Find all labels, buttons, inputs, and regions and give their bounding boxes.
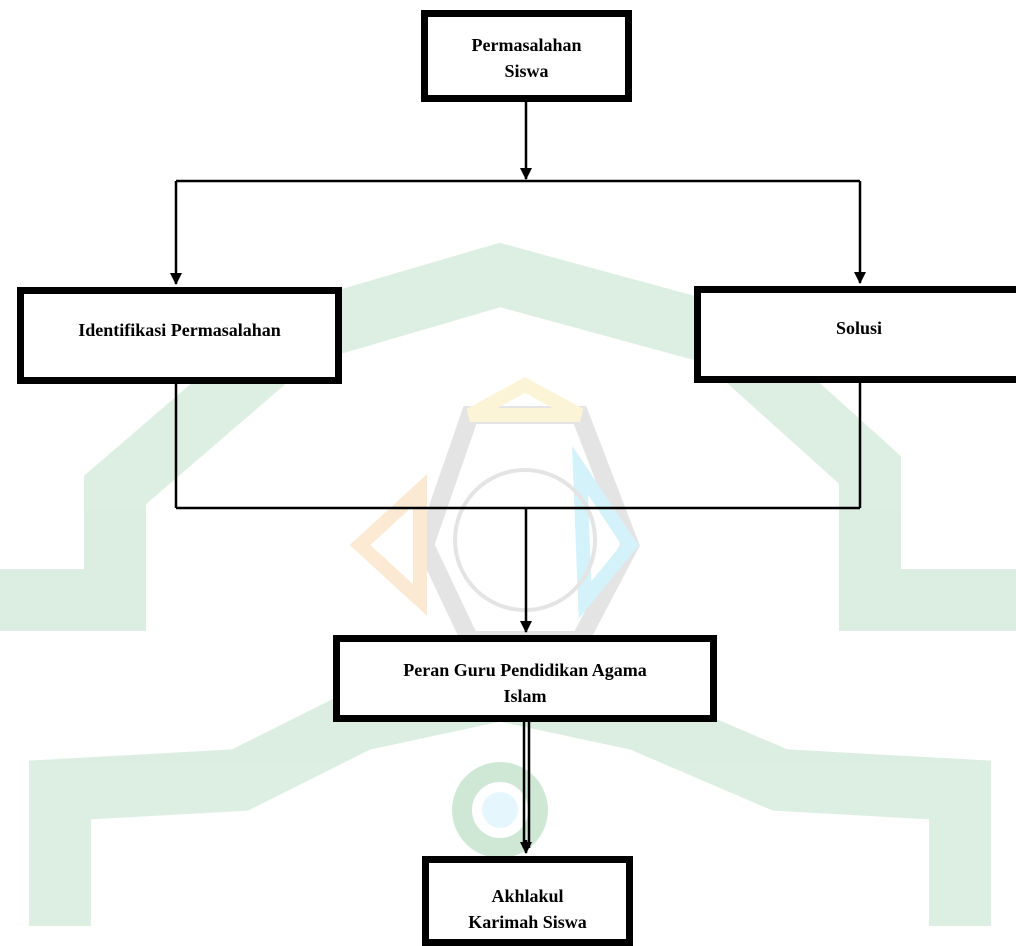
flowchart-diagram: Permasalahan Siswa Identifikasi Permasal… bbox=[0, 10, 1016, 946]
node-permasalahan-line1: Permasalahan bbox=[471, 35, 582, 55]
node-solusi: Solusi bbox=[694, 286, 1016, 383]
node-identifikasi-label: Identifikasi Permasalahan bbox=[78, 320, 281, 340]
node-solusi-label: Solusi bbox=[835, 318, 883, 338]
node-permasalahan-line2: Siswa bbox=[504, 61, 549, 81]
connector-lines bbox=[170, 102, 866, 854]
node-peran-guru: Peran Guru Pendidikan Agama Islam bbox=[333, 635, 717, 722]
node-peran-line1: Peran Guru Pendidikan Agama bbox=[403, 660, 647, 680]
node-akhlak-line2: Karimah Siswa bbox=[468, 912, 587, 932]
node-permasalahan-siswa: Permasalahan Siswa bbox=[421, 10, 632, 102]
node-akhlak-line1: Akhlakul bbox=[491, 886, 564, 906]
node-peran-line2: Islam bbox=[503, 686, 547, 706]
node-identifikasi-permasalahan: Identifikasi Permasalahan bbox=[17, 287, 342, 384]
node-akhlakul-karimah: Akhlakul Karimah Siswa bbox=[422, 856, 633, 946]
